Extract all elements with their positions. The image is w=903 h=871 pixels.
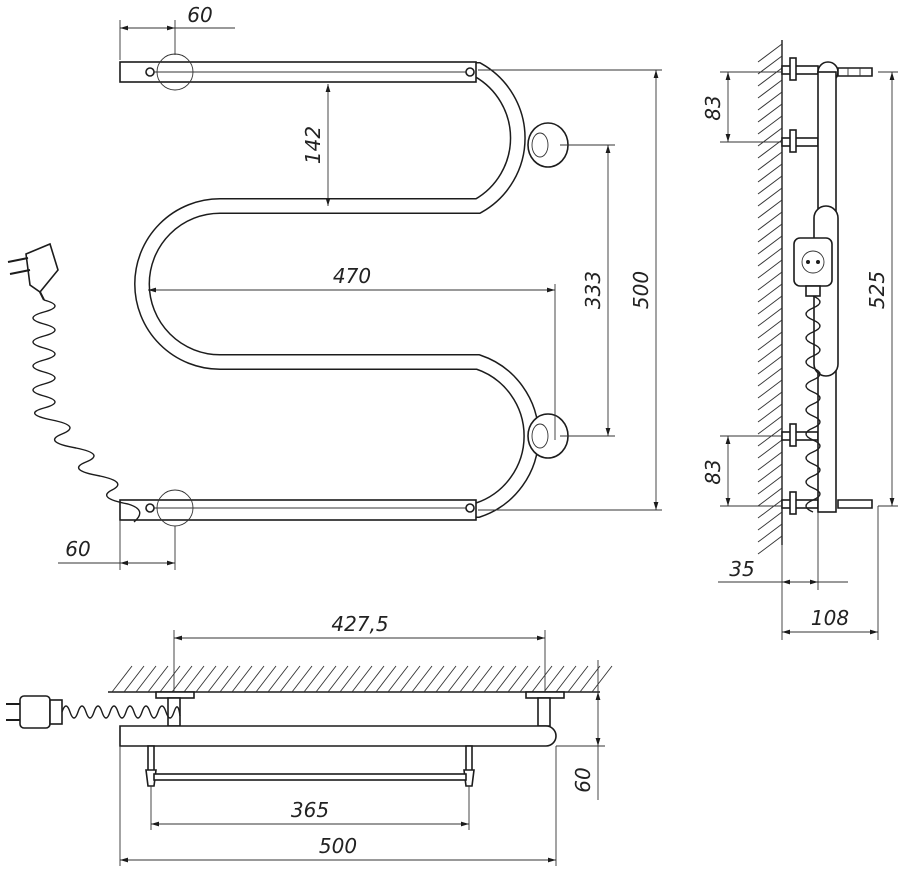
- dim-top-mount-spacing: 427,5: [173, 612, 546, 692]
- dim-depth-label: 108: [811, 606, 849, 630]
- dim-inner-width-label: 470: [333, 264, 371, 288]
- side-spiral-cable: [805, 295, 821, 513]
- dim-upper-bracket: 83: [701, 71, 782, 143]
- top-towel-bar: [145, 745, 475, 787]
- dim-total-height-label: 500: [629, 271, 653, 309]
- dim-top-offset: 60: [119, 3, 235, 60]
- top-wall-hatching: [108, 665, 613, 693]
- mount-disc-upper: [527, 122, 569, 168]
- dim-mount-spacing: 333: [560, 144, 615, 437]
- dim-loop-spacing: 142: [301, 84, 331, 206]
- dim-overall-width: 500: [119, 746, 557, 866]
- side-bracket-low: [781, 423, 819, 447]
- side-bracket-mid: [781, 129, 819, 153]
- dim-overall-height-label: 525: [865, 271, 889, 309]
- dim-bar-length-label: 365: [291, 798, 329, 822]
- dim-top-depth: 60: [556, 660, 605, 800]
- dim-upper-bracket-label: 83: [701, 95, 725, 120]
- power-plug-icon: [7, 242, 59, 301]
- dim-top-depth-label: 60: [571, 767, 595, 792]
- top-mount-right: [525, 691, 565, 727]
- top-plug-icon: [6, 695, 63, 729]
- dim-overall-height: 525: [865, 71, 898, 507]
- top-main-tube: [119, 725, 557, 747]
- dim-loop-spacing-label: 142: [301, 126, 325, 164]
- top-view: 427,5 60 365 500: [6, 612, 613, 866]
- bottom-bar: [119, 489, 477, 527]
- dim-wall-offset-label: 35: [729, 557, 754, 581]
- dim-bottom-offset-label: 60: [65, 537, 90, 561]
- socket-icon: [793, 237, 833, 297]
- dim-lower-bracket: 83: [701, 435, 782, 507]
- dim-lower-bracket-label: 83: [701, 459, 725, 484]
- dim-mount-spacing-label: 333: [581, 271, 605, 309]
- top-spiral-cable: [61, 705, 181, 719]
- dim-top-mount-spacing-label: 427,5: [331, 612, 388, 636]
- dim-top-offset-label: 60: [187, 3, 212, 27]
- dim-inner-width: 470: [148, 264, 556, 440]
- dim-wall-offset: 35: [718, 512, 848, 640]
- dim-bottom-offset: 60: [58, 520, 176, 570]
- front-view: 60 142 470 333 500: [7, 3, 662, 570]
- top-bar: [119, 53, 477, 91]
- side-bracket-bottom: [781, 491, 873, 515]
- dim-depth: 108: [782, 506, 879, 640]
- dim-bar-length: 365: [150, 786, 470, 830]
- side-view: 83 83 525 35 108: [701, 40, 898, 640]
- spiral-cable: [32, 299, 141, 523]
- dim-overall-width-label: 500: [319, 834, 357, 858]
- wall-hatching: [757, 40, 783, 555]
- dim-total-height: 500: [478, 69, 662, 511]
